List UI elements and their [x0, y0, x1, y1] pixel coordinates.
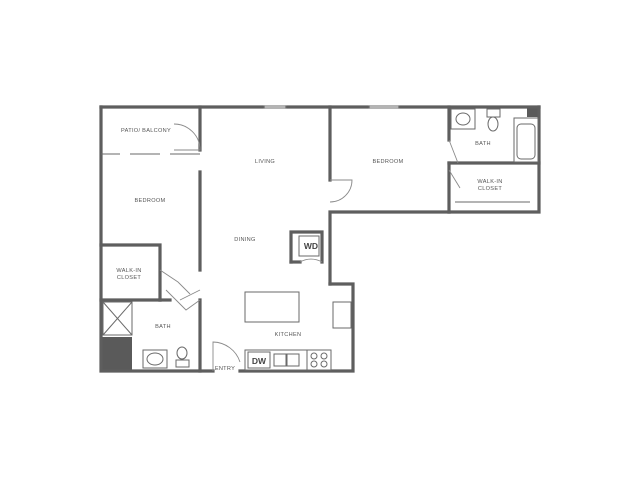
room-label-kitchen: KITCHEN — [275, 332, 302, 338]
appliance-label-washer-dryer: WD — [304, 241, 318, 251]
corner-fill-block-top-right — [527, 107, 539, 117]
room-label-bedroom-right: BEDROOM — [372, 159, 403, 165]
appliance-label-dishwasher: DW — [252, 356, 267, 366]
exterior-walls — [99, 105, 541, 373]
room-label-walkin-right-2: CLOSET — [478, 186, 502, 192]
room-label-entry: ENTRY — [215, 366, 235, 372]
corner-fill-block — [101, 337, 132, 371]
room-label-walkin-right-1: WALK-IN — [477, 179, 502, 185]
room-label-bath-right: BATH — [475, 141, 491, 147]
room-label-dining: DINING — [234, 237, 255, 243]
door-swings — [159, 123, 461, 371]
fixtures — [102, 108, 539, 371]
room-label-walkin-left-2: CLOSET — [117, 275, 141, 281]
room-label-patio: PATIO/ BALCONY — [121, 128, 171, 134]
room-label-walkin-left-1: WALK-IN — [116, 268, 141, 274]
room-label-bedroom-left: BEDROOM — [134, 198, 165, 204]
room-label-bath-left: BATH — [155, 324, 171, 330]
room-label-living: LIVING — [255, 159, 275, 165]
interior-walls — [99, 105, 541, 373]
sliding-doors — [263, 105, 400, 109]
